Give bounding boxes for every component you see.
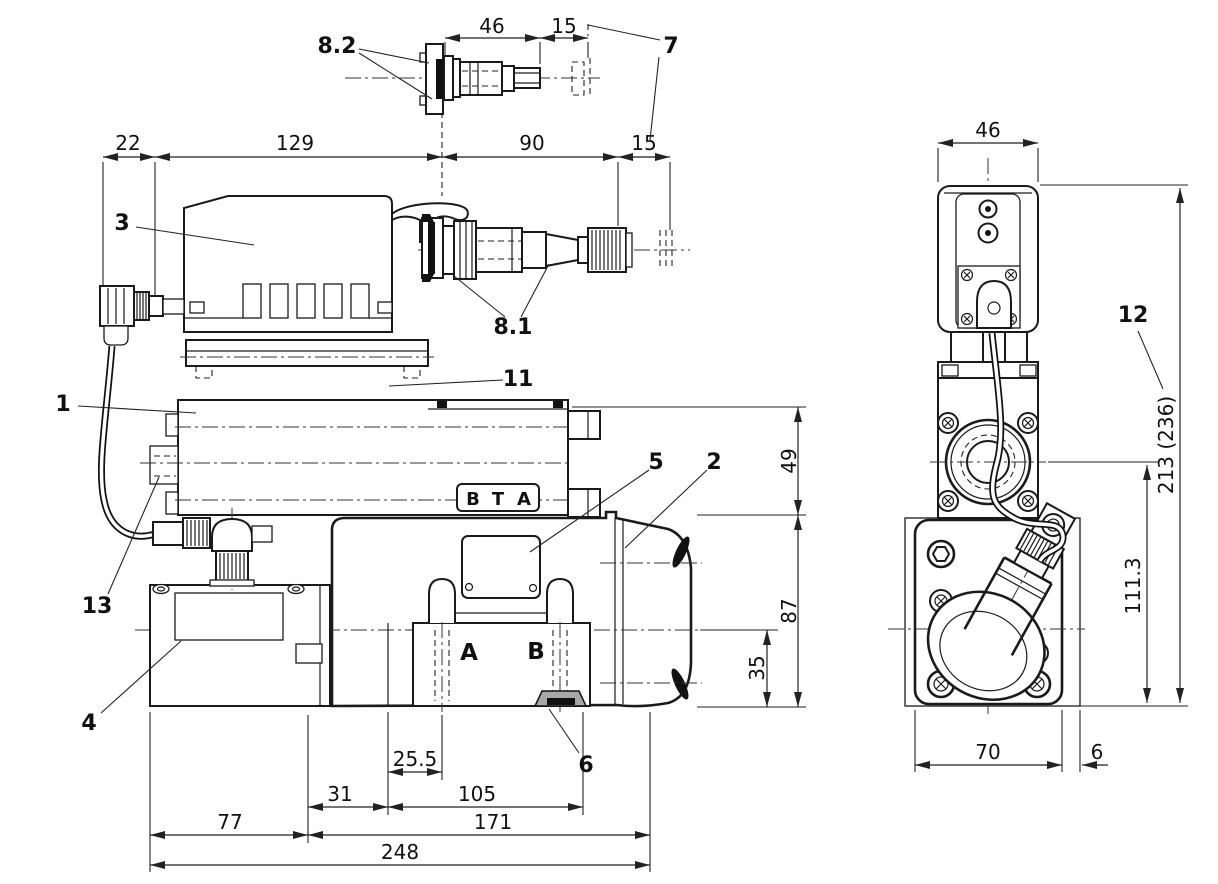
port-label-a: A — [517, 489, 531, 510]
main-right-dimensions: 49 87 35 — [572, 406, 806, 708]
callout-6: 6 — [578, 753, 593, 778]
dim-70: 70 — [975, 740, 1000, 764]
callout-2: 2 — [706, 450, 721, 475]
housing-front — [937, 185, 1039, 333]
dim-248: 248 — [381, 840, 419, 864]
flange-screws — [937, 412, 1039, 512]
mounting-plate — [180, 339, 434, 379]
dim-6: 6 — [1091, 740, 1104, 764]
dim-detail-15: 15 — [551, 14, 576, 38]
dim-detail-46: 46 — [479, 14, 504, 38]
callout-5: 5 — [648, 450, 663, 475]
dim-top-90: 90 — [519, 131, 544, 155]
electronics-cover — [183, 195, 469, 333]
dim-35: 35 — [745, 655, 769, 680]
callout-4: 4 — [81, 711, 96, 736]
position-transducer — [418, 214, 690, 282]
right-view-dimensions: 46 213 (236) 111.3 70 6 12 — [914, 118, 1188, 772]
callout-8-2: 8.2 — [318, 34, 357, 59]
dim-top-22: 22 — [115, 131, 140, 155]
dim-77: 77 — [217, 810, 242, 834]
dim-31: 31 — [327, 782, 352, 806]
port-label-t: T — [492, 489, 505, 510]
port-face-b: B — [527, 639, 545, 665]
callout-8-1: 8.1 — [494, 315, 533, 340]
dim-top-129: 129 — [276, 131, 314, 155]
dim-87: 87 — [777, 598, 801, 623]
callout-1: 1 — [55, 392, 70, 417]
cover-neck — [937, 331, 1039, 379]
dim-top-15: 15 — [631, 131, 656, 155]
callout-3: 3 — [114, 211, 129, 236]
dim-25-5: 25.5 — [393, 747, 438, 771]
callout-12: 12 — [1118, 303, 1149, 328]
solenoid-plug — [146, 508, 273, 590]
dim-213-236: 213 (236) — [1154, 396, 1178, 494]
dim-right-46: 46 — [975, 118, 1000, 142]
port-face-a: A — [460, 640, 478, 666]
dim-105: 105 — [458, 782, 496, 806]
port-label-box: B T A — [456, 483, 540, 512]
dim-49: 49 — [777, 448, 801, 473]
main-callouts: 3 8.1 1 11 5 2 13 4 6 — [55, 211, 721, 778]
callout-11: 11 — [503, 367, 534, 392]
callout-7: 7 — [663, 34, 678, 59]
callout-13: 13 — [82, 594, 113, 619]
port-label-b: B — [466, 489, 480, 510]
main-side-view: B T A A B — [55, 195, 806, 872]
end-block — [149, 583, 331, 707]
dim-171: 171 — [474, 810, 512, 834]
pilot-flange — [930, 377, 1046, 519]
top-detail-view: 46 15 8.2 7 — [318, 14, 679, 196]
cover-cable-connector — [99, 285, 185, 346]
main-bottom-dimensions: 25.5 31 105 77 171 248 — [149, 712, 651, 872]
top-dimension-row: 22 129 90 15 — [102, 131, 671, 300]
main-valve-body: A B — [135, 510, 710, 712]
dim-111-3: 111.3 — [1121, 557, 1145, 614]
right-end-view: 46 213 (236) 111.3 70 6 12 — [888, 118, 1188, 772]
